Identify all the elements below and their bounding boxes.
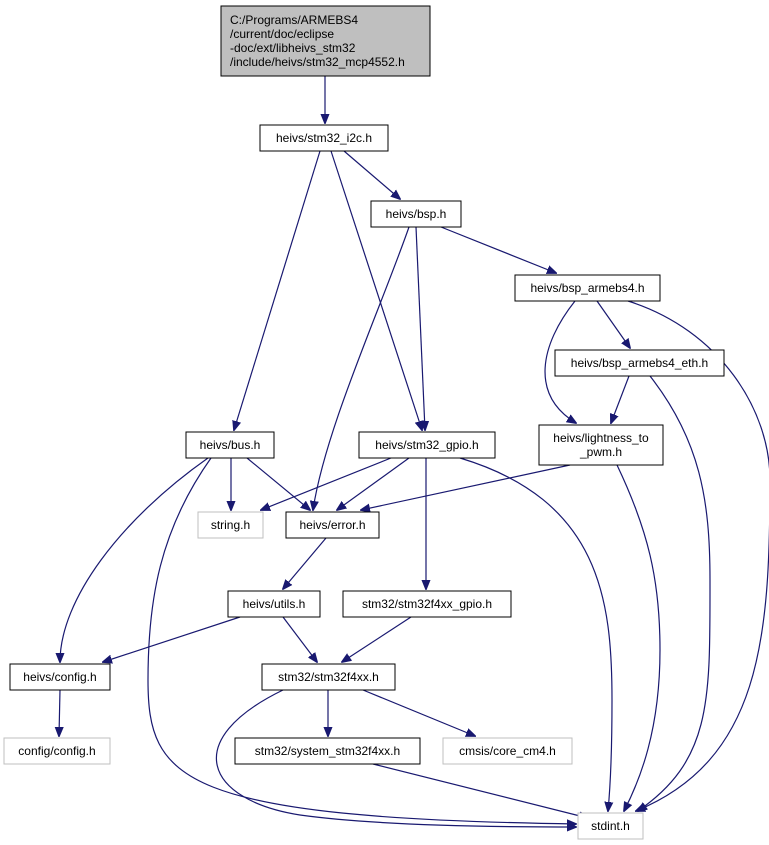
- node-bsp-armebs4[interactable]: heivs/bsp_armebs4.h: [514, 274, 661, 302]
- node-box: [370, 200, 462, 228]
- edge-bsp_armebs4-to-bsp_armebs4_eth: [596, 300, 630, 348]
- node-box: [358, 431, 496, 459]
- node-box: [185, 431, 275, 459]
- node-label: heivs/config.h: [23, 670, 96, 684]
- node-label: heivs/stm32_gpio.h: [375, 438, 478, 452]
- node-box: [342, 590, 512, 618]
- node-label: heivs/bsp_armebs4.h: [530, 281, 644, 295]
- edge-gpio-to-error: [337, 457, 410, 510]
- edge-bsp-to-bsp_armebs4: [440, 226, 556, 273]
- edge-bus-to-stdint: [147, 457, 576, 824]
- edge-bsp_armebs4_eth-to-lightness: [611, 375, 630, 423]
- node-box: [9, 663, 111, 691]
- node-bus[interactable]: heivs/bus.h: [185, 431, 275, 459]
- node-label: stm32/stm32f4xx.h: [278, 670, 379, 684]
- edge-i2c-to-bsp: [343, 150, 400, 199]
- node-label: C:/Programs/ARMEBS4: [230, 13, 358, 27]
- node-box: [197, 511, 264, 539]
- edge-gpio-to-string: [261, 457, 392, 510]
- node-label: heivs/lightness_to: [553, 431, 649, 445]
- node-label: string.h: [211, 518, 250, 532]
- node-label: heivs/bus.h: [200, 438, 261, 452]
- edge-bsp-to-gpio: [415, 226, 425, 430]
- edge-system-to-stdint: [372, 763, 588, 818]
- node-core-cm4: cmsis/core_cm4.h: [442, 737, 573, 765]
- edge-bsp-to-error: [313, 226, 410, 510]
- edge-i2c-to-gpio: [330, 150, 422, 430]
- node-label: heivs/bsp.h: [386, 207, 447, 221]
- node-box: [220, 5, 431, 77]
- edge-lightness-to-stdint: [616, 464, 661, 811]
- node-f4xx-gpio[interactable]: stm32/stm32f4xx_gpio.h: [342, 590, 512, 618]
- node-label: config/config.h: [18, 744, 95, 758]
- node-box: [514, 274, 661, 302]
- edge-bsp_armebs4-to-lightness: [544, 300, 576, 423]
- node-label: heivs/bsp_armebs4_eth.h: [571, 356, 708, 370]
- node-box: [554, 349, 725, 377]
- node-i2c[interactable]: heivs/stm32_i2c.h: [259, 124, 389, 152]
- node-string: string.h: [197, 511, 264, 539]
- node-label: stdint.h: [591, 819, 630, 833]
- node-label: stm32/stm32f4xx_gpio.h: [362, 597, 492, 611]
- node-box: [442, 737, 573, 765]
- edge-stm32f4xx-to-stdint: [215, 689, 576, 827]
- node-label: heivs/stm32_i2c.h: [276, 131, 372, 145]
- node-stdint: stdint.h: [577, 812, 644, 840]
- edge-bus-to-error: [246, 457, 310, 510]
- edge-lightness-to-error: [361, 464, 571, 510]
- edge-bus-to-config: [60, 457, 209, 662]
- node-label: -doc/ext/libheivs_stm32: [230, 41, 356, 55]
- node-box: [261, 663, 396, 691]
- node-config-config: config/config.h: [3, 737, 111, 765]
- edge-i2c-to-bus: [234, 150, 321, 430]
- node-gpio[interactable]: heivs/stm32_gpio.h: [358, 431, 496, 459]
- node-label: stm32/system_stm32f4xx.h: [255, 744, 400, 758]
- node-label: /current/doc/eclipse: [230, 27, 334, 41]
- node-label: /include/heivs/stm32_mcp4552.h: [230, 55, 405, 69]
- node-label: heivs/error.h: [299, 518, 365, 532]
- node-box: [3, 737, 111, 765]
- edge-bsp_armebs4_eth-to-stdint: [638, 375, 711, 811]
- node-box: [227, 590, 321, 618]
- node-root[interactable]: C:/Programs/ARMEBS4/current/doc/eclipse-…: [220, 5, 431, 77]
- node-label: cmsis/core_cm4.h: [459, 744, 556, 758]
- edge-utils-to-config: [103, 616, 241, 662]
- node-utils[interactable]: heivs/utils.h: [227, 590, 321, 618]
- node-config[interactable]: heivs/config.h: [9, 663, 111, 691]
- node-system[interactable]: stm32/system_stm32f4xx.h: [234, 737, 421, 765]
- edges-layer: [59, 76, 769, 827]
- node-error[interactable]: heivs/error.h: [285, 511, 380, 539]
- node-box: [577, 812, 644, 840]
- edge-config-to-config_config: [59, 689, 60, 736]
- node-box: [259, 124, 389, 152]
- node-box: [538, 424, 664, 466]
- node-label: heivs/utils.h: [243, 597, 306, 611]
- edge-gpio-to-stdint: [459, 457, 612, 811]
- edge-utils-to-stm32f4xx: [282, 616, 317, 662]
- node-box: [234, 737, 421, 765]
- nodes-layer: C:/Programs/ARMEBS4/current/doc/eclipse-…: [3, 5, 725, 840]
- edge-bsp_armebs4-to-stdint: [627, 300, 769, 811]
- edge-f4xx_gpio-to-stm32f4xx: [342, 616, 412, 662]
- node-label: _pwm.h: [579, 445, 622, 459]
- node-bsp-armebs4-eth[interactable]: heivs/bsp_armebs4_eth.h: [554, 349, 725, 377]
- edge-stm32f4xx-to-core_cm4: [362, 689, 475, 736]
- node-lightness[interactable]: heivs/lightness_to_pwm.h: [538, 424, 664, 466]
- node-stm32f4xx[interactable]: stm32/stm32f4xx.h: [261, 663, 396, 691]
- node-bsp[interactable]: heivs/bsp.h: [370, 200, 462, 228]
- node-box: [285, 511, 380, 539]
- edge-error-to-utils: [283, 537, 327, 589]
